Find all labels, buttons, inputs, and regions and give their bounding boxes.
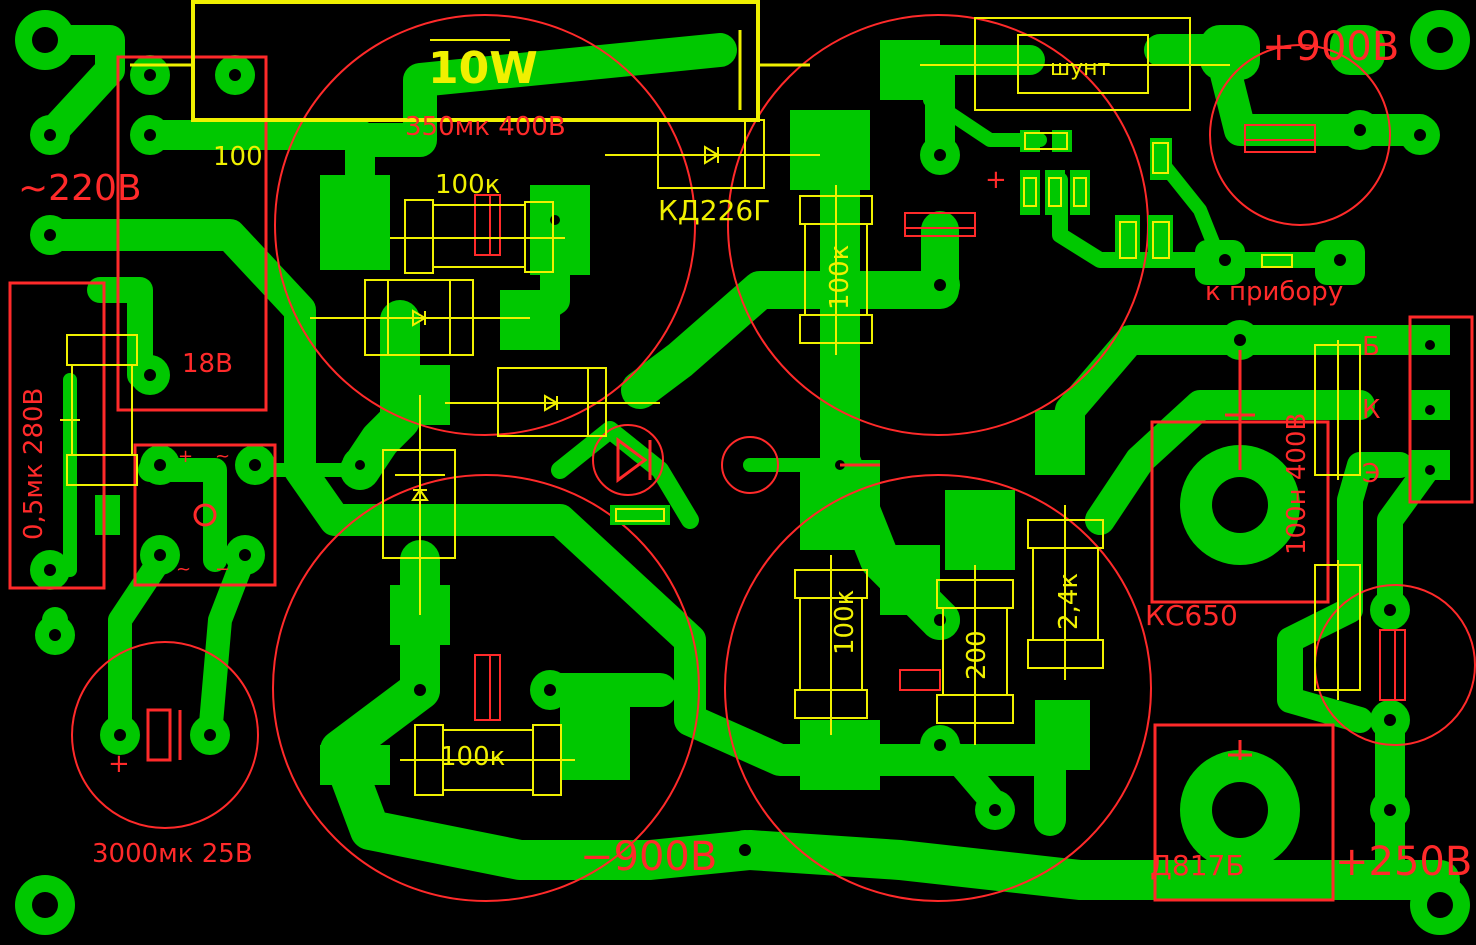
label-cap-3000: 3000мк 25В xyxy=(92,839,253,869)
red-marks xyxy=(146,350,1255,762)
silk-10w: 10W xyxy=(428,43,538,94)
silk-100k-mid: 100к xyxy=(830,590,860,655)
copper-pads xyxy=(15,10,1470,935)
silkscreen-text: 10W 100 100к КД226Г 100к шунт 100к 200 2… xyxy=(213,43,1111,772)
label-cap-05: 0,5мк 280В xyxy=(19,388,49,540)
diode-symbols xyxy=(411,145,720,501)
label-pin-e: Э xyxy=(1362,459,1380,489)
label-plus-900v: +900В xyxy=(1262,24,1399,70)
label-pin-k: К xyxy=(1362,395,1380,425)
silkscreen xyxy=(60,0,1361,796)
label-plus-250v: +250В xyxy=(1335,839,1472,885)
label-cap-100n: 100н 400В xyxy=(1282,413,1312,555)
silk-100k-right: 100к xyxy=(825,245,855,310)
label-zener-kc650: КС650 xyxy=(1145,599,1238,632)
label-18v: 18В xyxy=(182,349,233,379)
label-minus-900v: −900В xyxy=(580,834,717,880)
silk-100k-bottom: 100к xyxy=(440,742,505,772)
silk-100: 100 xyxy=(213,142,263,172)
label-polarity-plus: + xyxy=(985,165,1007,195)
copper-areas xyxy=(95,25,1450,790)
silk-shunt: шунт xyxy=(1050,56,1111,81)
silk-kd226: КД226Г xyxy=(658,194,770,227)
label-pin-b: Б xyxy=(1362,332,1380,362)
label-zener-d817: Д817Б xyxy=(1150,849,1245,882)
label-ac-220v: ~220В xyxy=(18,168,142,209)
label-bridge-minus: − xyxy=(215,559,230,580)
label-cap-350: 350мк 400В xyxy=(405,112,566,142)
red-rect-outlines xyxy=(8,55,1474,902)
annotations: +900В −900В +250В ~220В 18В к прибору 35… xyxy=(18,24,1472,885)
red-cap-symbols xyxy=(474,124,1406,721)
label-bridge-plus: + xyxy=(178,446,193,467)
silk-100k-top: 100к xyxy=(435,170,500,200)
label-bridge-tilde-bottom: ~ xyxy=(176,559,191,580)
label-k-priboru: к прибору xyxy=(1205,277,1343,307)
smd-parts xyxy=(610,130,1293,525)
label-bridge-tilde-top: ~ xyxy=(215,446,230,467)
silk-200: 200 xyxy=(962,630,992,680)
label-polarity-plus-small: + xyxy=(108,749,130,779)
silk-24k: 2,4к xyxy=(1054,573,1084,630)
